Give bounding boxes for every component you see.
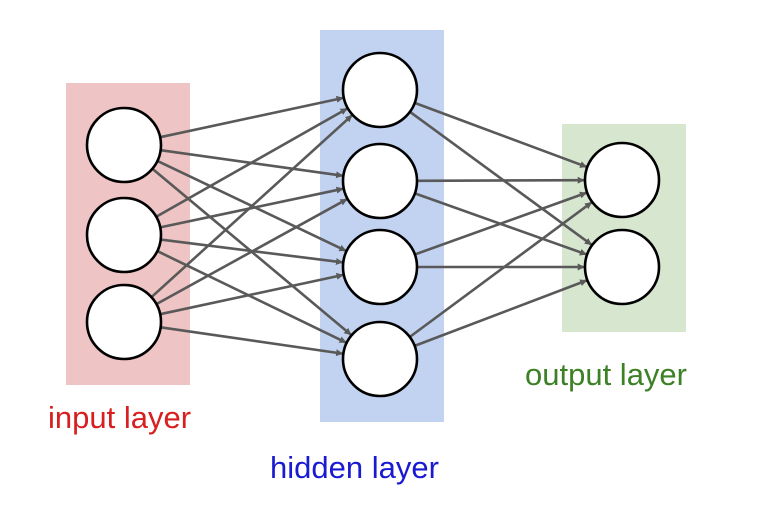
edge-hidden-4-to-output-2 xyxy=(414,279,588,348)
edge-input-3-to-hidden-1 xyxy=(150,114,353,299)
hidden-neuron-3 xyxy=(341,228,419,306)
hidden-layer-label: hidden layer xyxy=(270,450,439,485)
input-neuron-2 xyxy=(85,196,163,274)
edge-hidden-4-to-output-1 xyxy=(408,201,593,339)
edge-input-3-to-hidden-4 xyxy=(160,326,344,357)
hidden-neuron-1 xyxy=(341,51,419,129)
edge-input-3-to-hidden-3 xyxy=(159,272,344,316)
hidden-neuron-2 xyxy=(341,142,419,220)
hidden-neuron-4 xyxy=(341,320,419,398)
edge-input-3-to-hidden-2 xyxy=(155,198,348,306)
edge-input-2-to-hidden-4 xyxy=(156,249,347,344)
input-layer-label: input layer xyxy=(48,400,191,435)
input-neuron-3 xyxy=(85,283,163,361)
edge-input-2-to-hidden-1 xyxy=(155,107,348,218)
output-neuron-2 xyxy=(583,228,661,306)
input-neuron-1 xyxy=(85,106,163,184)
edge-hidden-1-to-output-1 xyxy=(414,101,588,169)
edge-hidden-2-to-output-1 xyxy=(416,176,585,184)
neurons-group xyxy=(85,51,661,398)
edge-hidden-3-to-output-1 xyxy=(414,191,587,256)
output-layer-label: output layer xyxy=(525,357,687,392)
edge-hidden-1-to-output-2 xyxy=(409,110,593,246)
connections-group xyxy=(150,95,593,357)
edge-input-1-to-hidden-1 xyxy=(159,95,344,139)
output-neuron-1 xyxy=(583,141,661,219)
